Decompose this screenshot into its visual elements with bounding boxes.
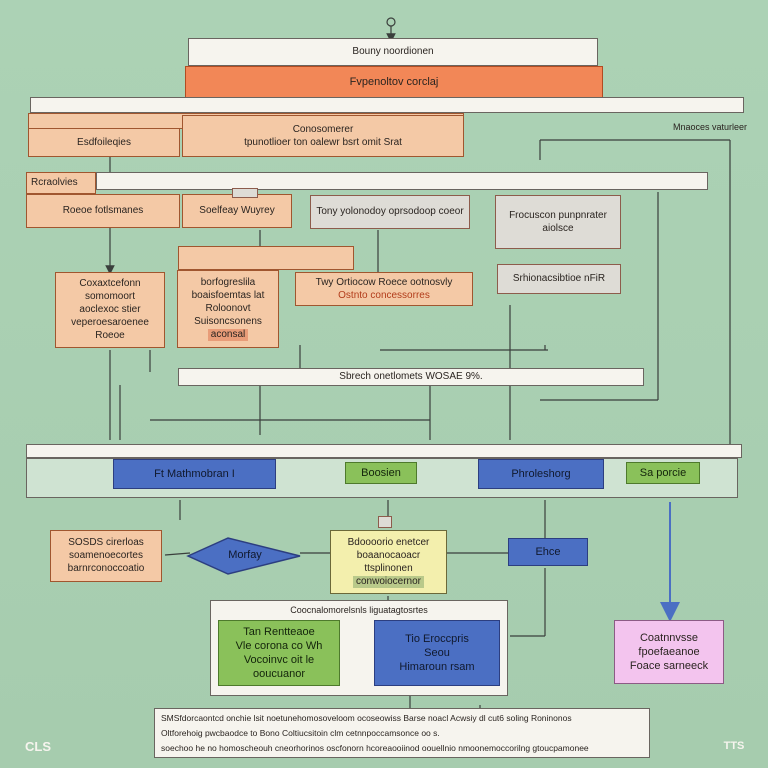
lane-label-1: Ft Mathmobran I: [113, 459, 276, 489]
logo-right: TTS: [723, 740, 745, 752]
row2-a-line-5: Roeoe: [95, 330, 125, 341]
row3-blue-box: Ehce: [508, 538, 588, 566]
lane-label-2: Boosien: [345, 462, 417, 484]
row2-a-line-3: aoclexoc stier: [79, 304, 141, 315]
row2-b-line-5: aconsal: [207, 329, 249, 341]
header-right-label: Mnaoces vaturleer: [672, 122, 748, 132]
row1-right-box: Frocuscon punpnrater aiolsce: [495, 195, 621, 249]
row2-box-a: Coxaxtcefonn somomoort aoclexoc stier ve…: [55, 272, 165, 348]
header-main-line2: tpunotlioer ton oalewr bsrt omit Srat: [244, 136, 402, 148]
row3-yellow-line-4: conwoiocernor: [352, 575, 425, 588]
row2-a-line-2: somomoort: [84, 291, 135, 302]
row2-b-line-1: borfogreslila: [200, 277, 256, 288]
group-blue-box: Tio Eroccpris Seou Himaroun rsam: [374, 620, 500, 686]
row1-right-line-2: aiolsce: [542, 222, 574, 234]
row3-yellow-line-3: ttsplinonen: [364, 562, 413, 574]
row1-mid-box: Soelfeay Wuyrey: [182, 194, 292, 228]
footnote-line-2: Oltforehoig pwcbaodce to Bono Coltiucsit…: [161, 727, 440, 738]
group-blue-line-1: Tio Eroccpris: [405, 632, 469, 645]
group-green-line-3: Vocoinvc oit le: [243, 653, 315, 666]
diagram-title: Bouny noordionen: [188, 38, 598, 66]
lane-band-top: [26, 444, 742, 458]
row2-b-line-3: Roloonovt: [205, 303, 251, 314]
group-green-box: Tan Rentteaoe Vle corona co Wh Vocoinvc …: [218, 620, 340, 686]
banner: Sbrech onetlomets WOSAE 9%.: [178, 368, 644, 386]
row3-yellow-box: Bdoooorio enetcer boaanocaoacr ttsplinon…: [330, 530, 447, 594]
decision-label: Morfay: [228, 548, 262, 561]
row2-box-c: Twy Ortiocow Roece ootnosvly Ostnto conc…: [295, 272, 473, 306]
row3-yellow-tab: [378, 516, 392, 528]
header-main-text: Conosomerer: [292, 123, 354, 135]
row3-note-line-1: SOSDS cirerloas: [68, 537, 144, 548]
row2-b-line-2: boaisfoemtas lat: [191, 290, 265, 301]
group-title: Coocnalomorelsnls liguatagtosrtes: [290, 605, 428, 615]
group-green-line-2: Vle corona co Wh: [235, 639, 323, 652]
pink-line-2: fpoefaeanoe: [638, 645, 700, 658]
row2-a-line-1: Coxaxtcefonn: [79, 278, 141, 289]
start-node: [386, 17, 396, 27]
footnote-line-3: soechoo he no homoscheouh cneorhorinos o…: [161, 742, 589, 753]
row3-yellow-line-2: boaanocaoacr: [356, 549, 421, 561]
row1-right-line-1: Frocuscon punpnrater: [509, 209, 607, 221]
diagram-subtitle: Fvpenoltov corclaj: [185, 66, 603, 98]
decision-diamond: [186, 537, 301, 575]
row2-c-line-1: Twy Ortiocow Roece ootnosvly: [315, 276, 453, 288]
group-blue-line-3: Himaroun rsam: [399, 660, 475, 673]
group-blue-line-2: Seou: [424, 646, 450, 659]
lane-label-4: Sa porcie: [626, 462, 700, 484]
row2-a-line-4: veperoesaroenee: [71, 317, 149, 328]
row1-band: [96, 172, 708, 190]
row1-left-top: Rcraolvies: [26, 172, 96, 194]
row3-yellow-line-1: Bdoooorio enetcer: [347, 536, 430, 548]
pink-end-box: Coatnnvsse fpoefaeanoe Foace sarneeck: [614, 620, 724, 684]
pink-line-3: Foace sarneeck: [629, 659, 709, 672]
row3-note: SOSDS cirerloas soamenoecortes barnrcono…: [50, 530, 162, 582]
row3-note-line-3: barnrconoccoatio: [67, 563, 145, 574]
row2-c-line-2: Ostnto concessorres: [338, 289, 430, 301]
logo-left: CLS: [25, 738, 51, 754]
row2-b-line-4: Suisoncsonens: [194, 316, 262, 327]
header-main-box: Conosomerer tpunotlioer ton oalewr bsrt …: [182, 115, 464, 157]
group-green-line-1: Tan Rentteaoe: [243, 625, 315, 638]
footnote: SMSfdorcaontcd onchie lsit noetunehomoso…: [154, 708, 650, 758]
row1-right-bottom-box: Srhionacsibtioe nFiR: [497, 264, 621, 294]
footnote-line-1: SMSfdorcaontcd onchie lsit noetunehomoso…: [161, 712, 572, 723]
header-left-box: Esdfoileqies: [28, 128, 180, 157]
row1-left-box: Roeoe fotlsmanes: [26, 194, 180, 228]
header-band: [30, 97, 744, 113]
pink-line-1: Coatnnvsse: [639, 631, 699, 644]
row2-box-b: borfogreslila boaisfoemtas lat Roloonovt…: [177, 270, 279, 348]
row3-note-line-2: soamenoecortes: [69, 550, 143, 561]
row1-mid-tab: [232, 188, 258, 198]
lane-label-3: Phroleshorg: [478, 459, 604, 489]
group-green-line-4: ooucuanor: [253, 667, 305, 680]
row2-b-header: [178, 246, 354, 270]
row1-wide-box: Tony yolonodoy oprsodoop coeor: [310, 195, 470, 229]
